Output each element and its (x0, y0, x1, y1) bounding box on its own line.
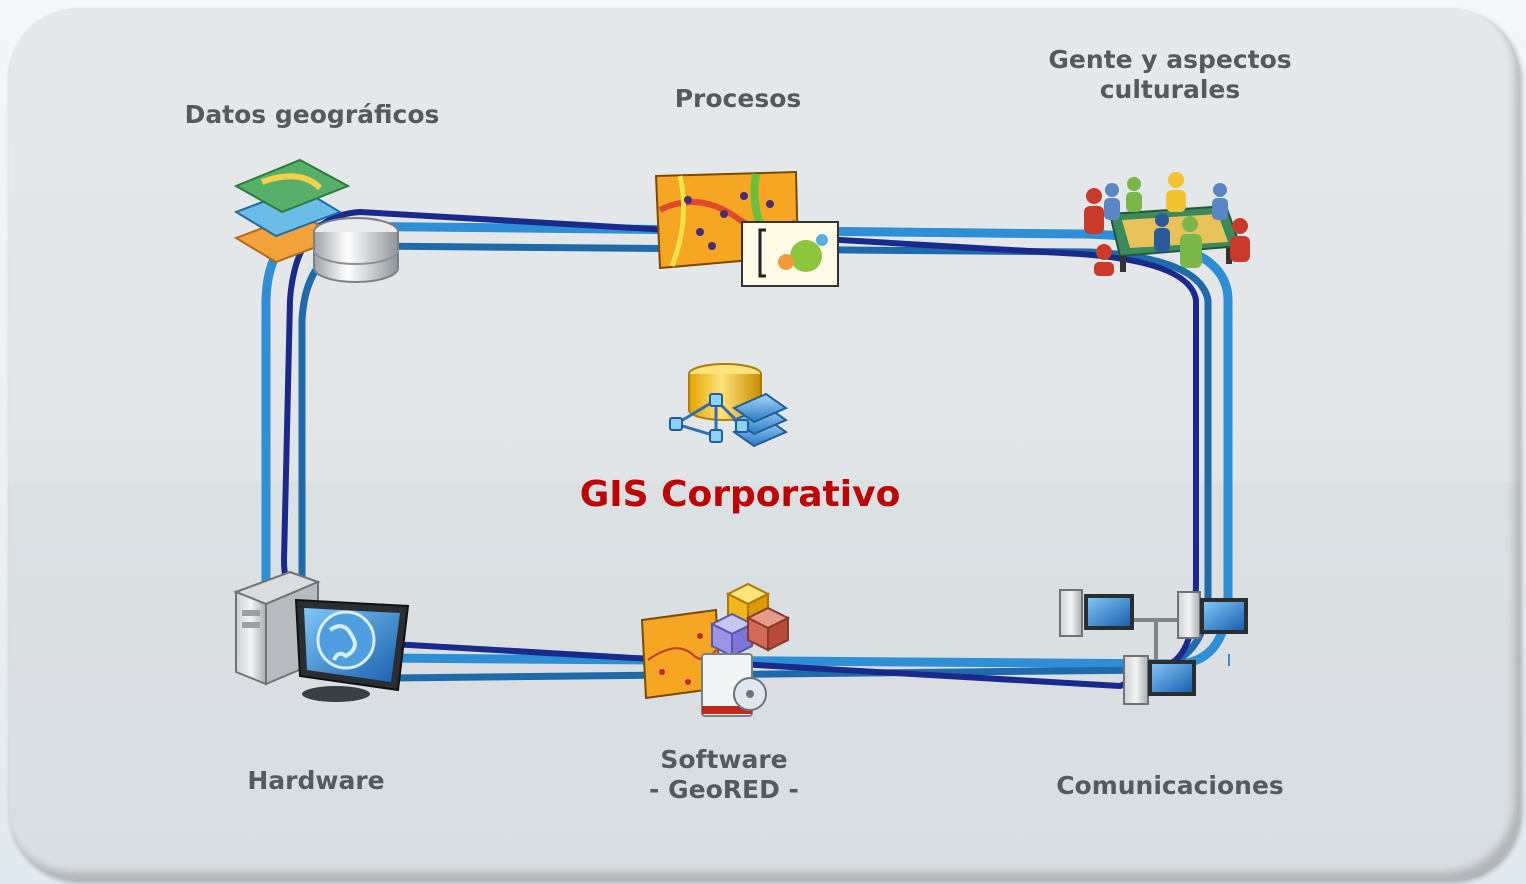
people-meeting-icon (1084, 172, 1250, 276)
network-pc-2 (1177, 591, 1248, 639)
label-datos-geograficos: Datos geográficos (162, 100, 462, 130)
label-hardware: Hardware (166, 766, 466, 796)
label-gente-line1: Gente y aspectos (1048, 45, 1292, 74)
diagram-panel (8, 8, 1520, 880)
label-comunicaciones-text: Comunicaciones (1056, 771, 1284, 800)
desktop-computer-icon (233, 570, 410, 702)
label-gente-aspectos-culturales: Gente y aspectos culturales (1010, 45, 1330, 105)
label-procesos: Procesos (588, 84, 888, 114)
network-pc-1 (1059, 589, 1134, 637)
label-procesos-text: Procesos (674, 84, 802, 113)
label-software-line2: - GeoRED - (649, 775, 799, 804)
geodata-layers-database-icon (233, 158, 399, 283)
network-computers-icon (1059, 589, 1248, 705)
label-datos-geograficos-text: Datos geográficos (184, 100, 440, 129)
label-gente-line2: culturales (1099, 75, 1241, 104)
label-software: Software - GeoRED - (574, 745, 874, 805)
label-comunicaciones: Comunicaciones (1020, 771, 1320, 801)
label-software-line1: Software (660, 745, 788, 774)
map-analysis-icon (654, 170, 839, 287)
label-hardware-text: Hardware (247, 766, 385, 795)
center-title: GIS Corporativo (579, 474, 901, 515)
gis-layers-database-icon (669, 363, 789, 448)
network-pc-3 (1123, 655, 1196, 705)
gis-software-box-icon (640, 582, 791, 717)
